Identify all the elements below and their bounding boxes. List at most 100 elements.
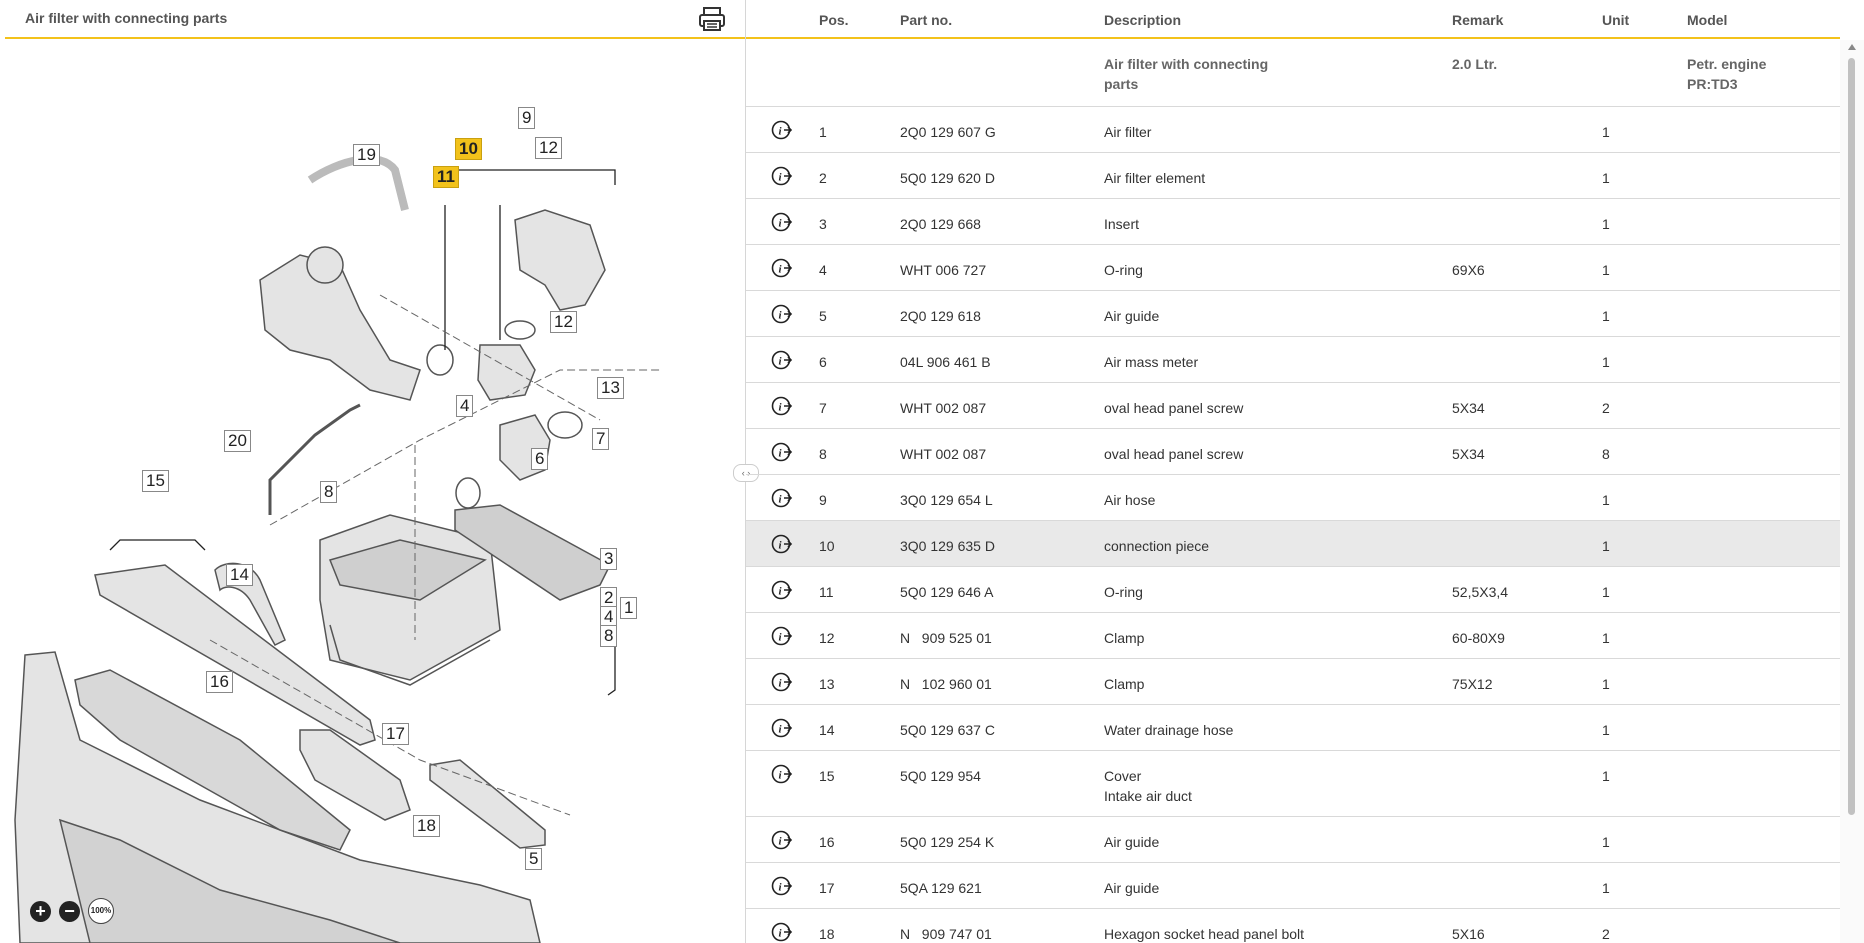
info-arrow-icon[interactable]: i [771,671,793,693]
cell-part-no: 2Q0 129 607 G [900,124,996,140]
col-remark[interactable]: Remark [1452,12,1504,28]
callout-12b[interactable]: 12 [550,311,577,333]
callout-1[interactable]: 1 [620,597,638,619]
col-description[interactable]: Description [1104,12,1182,28]
info-arrow-icon[interactable]: i [771,533,793,555]
cell-unit: 1 [1602,676,1610,692]
scroll-up-arrow-icon[interactable] [1848,44,1856,50]
cell-pos: 9 [819,492,827,508]
info-arrow-icon[interactable]: i [771,349,793,371]
cell-pos: 17 [819,880,835,896]
cell-part-no: N 102 960 01 [900,676,992,692]
svg-text:i: i [779,448,783,460]
info-arrow-icon[interactable]: i [771,717,793,739]
info-arrow-icon[interactable]: i [771,875,793,897]
info-arrow-icon[interactable]: i [771,487,793,509]
callout-3[interactable]: 3 [600,548,618,570]
table-group-row: Air filter with connecting parts 2.0 Ltr… [746,40,1840,107]
callout-7[interactable]: 7 [592,428,610,450]
callout-18[interactable]: 18 [413,815,440,837]
info-arrow-icon[interactable]: i [771,303,793,325]
info-arrow-icon[interactable]: i [771,625,793,647]
callout-15[interactable]: 15 [142,470,169,492]
zoom-reset-button[interactable]: 100% [88,898,114,924]
cell-unit: 1 [1602,630,1610,646]
zoom-in-button[interactable]: + [30,900,51,922]
callout-8b[interactable]: 8 [600,625,618,647]
svg-text:i: i [779,882,783,894]
callout-12[interactable]: 12 [535,137,562,159]
callout-13[interactable]: 13 [597,377,624,399]
callout-4[interactable]: 4 [456,395,474,417]
scrollbar[interactable] [1840,40,1864,943]
callout-14[interactable]: 14 [226,564,253,586]
col-unit[interactable]: Unit [1602,12,1630,28]
cell-unit: 1 [1602,492,1610,508]
info-arrow-icon[interactable]: i [771,119,793,141]
cell-unit: 1 [1602,170,1610,186]
info-arrow-icon[interactable]: i [771,165,793,187]
callout-17[interactable]: 17 [382,723,409,745]
callout-2[interactable]: 2 [600,587,618,609]
col-pos[interactable]: Pos. [819,12,849,28]
callout-10[interactable]: 10 [455,138,482,160]
callout-20[interactable]: 20 [224,430,251,452]
info-arrow-icon[interactable]: i [771,395,793,417]
splitter-handle[interactable]: ‹ › [733,464,759,482]
callout-8[interactable]: 8 [320,481,338,503]
info-arrow-icon[interactable]: i [771,921,793,943]
col-model[interactable]: Model [1687,12,1728,28]
cell-description: Air filter element [1104,170,1206,186]
svg-text:i: i [779,632,783,644]
callout-5[interactable]: 5 [525,848,543,870]
callout-9[interactable]: 9 [518,107,536,129]
cell-description: O-ring [1104,262,1143,278]
cell-part-no: 2Q0 129 618 [900,308,981,324]
cell-part-no: 3Q0 129 654 L [900,492,993,508]
cell-remark: 60-80X9 [1452,630,1505,646]
svg-text:i: i [779,264,783,276]
scroll-thumb[interactable] [1848,58,1855,815]
col-part-no[interactable]: Part no. [900,12,953,28]
print-icon[interactable] [698,6,726,32]
info-arrow-icon[interactable]: i [771,579,793,601]
cell-part-no: 5Q0 129 254 K [900,834,995,850]
info-arrow-icon[interactable]: i [771,829,793,851]
cell-description: oval head panel screw [1104,400,1244,416]
info-arrow-icon[interactable]: i [771,211,793,233]
exploded-parts-diagram[interactable]: 19 10 11 9 12 12 13 7 6 4 20 15 8 3 2 1 … [0,40,745,943]
cell-part-no: 5QA 129 621 [900,880,982,896]
svg-text:i: i [779,724,783,736]
svg-text:i: i [779,836,783,848]
cell-unit: 1 [1602,768,1610,784]
callout-6[interactable]: 6 [531,448,549,470]
parts-table-panel: Pos. Part no. Description Remark Unit Mo… [746,0,1864,943]
callout-19[interactable]: 19 [353,144,380,166]
callout-11[interactable]: 11 [433,166,459,188]
cell-part-no: N 909 525 01 [900,630,992,646]
info-arrow-icon[interactable]: i [771,441,793,463]
info-arrow-icon[interactable]: i [771,257,793,279]
info-arrow-icon[interactable]: i [771,763,793,785]
cell-pos: 16 [819,834,835,850]
zoom-out-button[interactable]: − [59,900,80,922]
callout-16[interactable]: 16 [206,671,233,693]
